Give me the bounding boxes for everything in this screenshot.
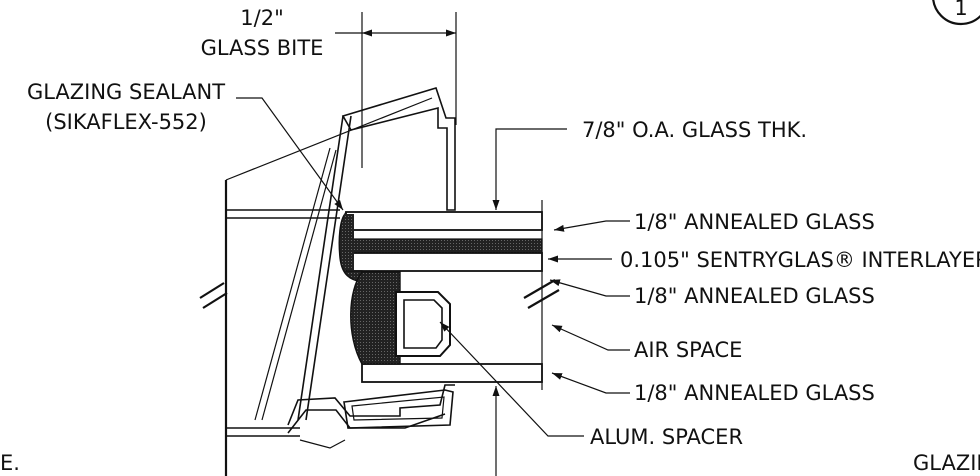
- sealant-product: (SIKAFLEX-552): [45, 110, 207, 134]
- sealant-label: GLAZING SEALANT: [27, 80, 225, 104]
- overall-thickness-dimension: 7/8" O.A. GLASS THK.: [492, 118, 807, 476]
- frame-diagonal-1: [297, 115, 344, 421]
- glazing-gasket-inner: [351, 396, 445, 421]
- spacer-cavity: [403, 299, 443, 349]
- bottom-glass-leader: [551, 372, 630, 394]
- detail-circle: [932, 0, 980, 26]
- sealant-edge: [344, 214, 354, 270]
- glazing-gasket: [343, 389, 454, 429]
- detail-number: 1: [954, 0, 967, 20]
- bite-dimension-text: 1/2": [240, 6, 283, 30]
- break-mark-right-1: [523, 279, 556, 299]
- air-space-leader: [551, 324, 630, 351]
- outer-glass-label: 1/8" ANNEALED GLASS: [634, 210, 875, 234]
- inner-glass-leader: [549, 279, 630, 297]
- outer-glass-leader: [553, 220, 630, 232]
- sentryglas-interlayer: [345, 238, 543, 254]
- secondary-seal: [350, 271, 401, 365]
- aluminum-frame: [199, 87, 456, 476]
- frame-glazing-leg: [341, 87, 456, 211]
- bottom-glass-label: 1/8" ANNEALED GLASS: [634, 381, 875, 405]
- interlayer-label: 0.105" SENTRYGLAS® INTERLAYER: [620, 248, 980, 272]
- glass-bite-dimension: 1/2" GLASS BITE: [201, 6, 457, 168]
- inner-annealed-glass: [345, 252, 543, 272]
- bottom-annealed-glass: [361, 363, 543, 383]
- break-mark-left-1: [199, 282, 225, 299]
- oa-thickness-leader: [492, 128, 567, 210]
- outer-annealed-glass: [345, 211, 543, 231]
- left-edge-fragment: E.: [0, 451, 20, 475]
- break-mark-left-2: [202, 292, 228, 309]
- sealant-callout: GLAZING SEALANT (SIKAFLEX-552): [27, 80, 344, 211]
- inner-glass-label: 1/8" ANNEALED GLASS: [634, 284, 875, 308]
- spacer-leader: [439, 321, 584, 437]
- break-mark-right-2: [527, 289, 560, 309]
- frame-diagonal-2: [305, 115, 352, 421]
- aluminum-spacer: [395, 291, 451, 357]
- right-edge-fragment: GLAZIN: [913, 451, 980, 475]
- bite-label: GLASS BITE: [201, 36, 324, 60]
- air-space-label: AIR SPACE: [634, 338, 742, 362]
- frame-bottom-lip: [299, 439, 346, 449]
- frame-diagonal-4: [261, 149, 337, 421]
- layer-callouts: 1/8" ANNEALED GLASS 0.105" SENTRYGLAS® I…: [439, 210, 980, 449]
- oa-thickness-label: 7/8" O.A. GLASS THK.: [582, 118, 807, 142]
- sealant-leader: [236, 97, 344, 211]
- spacer-label: ALUM. SPACER: [590, 425, 743, 449]
- frame-diagonal-3: [254, 147, 331, 421]
- glass-unit: [338, 200, 560, 390]
- detail-marker: 1: [932, 0, 980, 26]
- frame-break-line: [225, 97, 433, 181]
